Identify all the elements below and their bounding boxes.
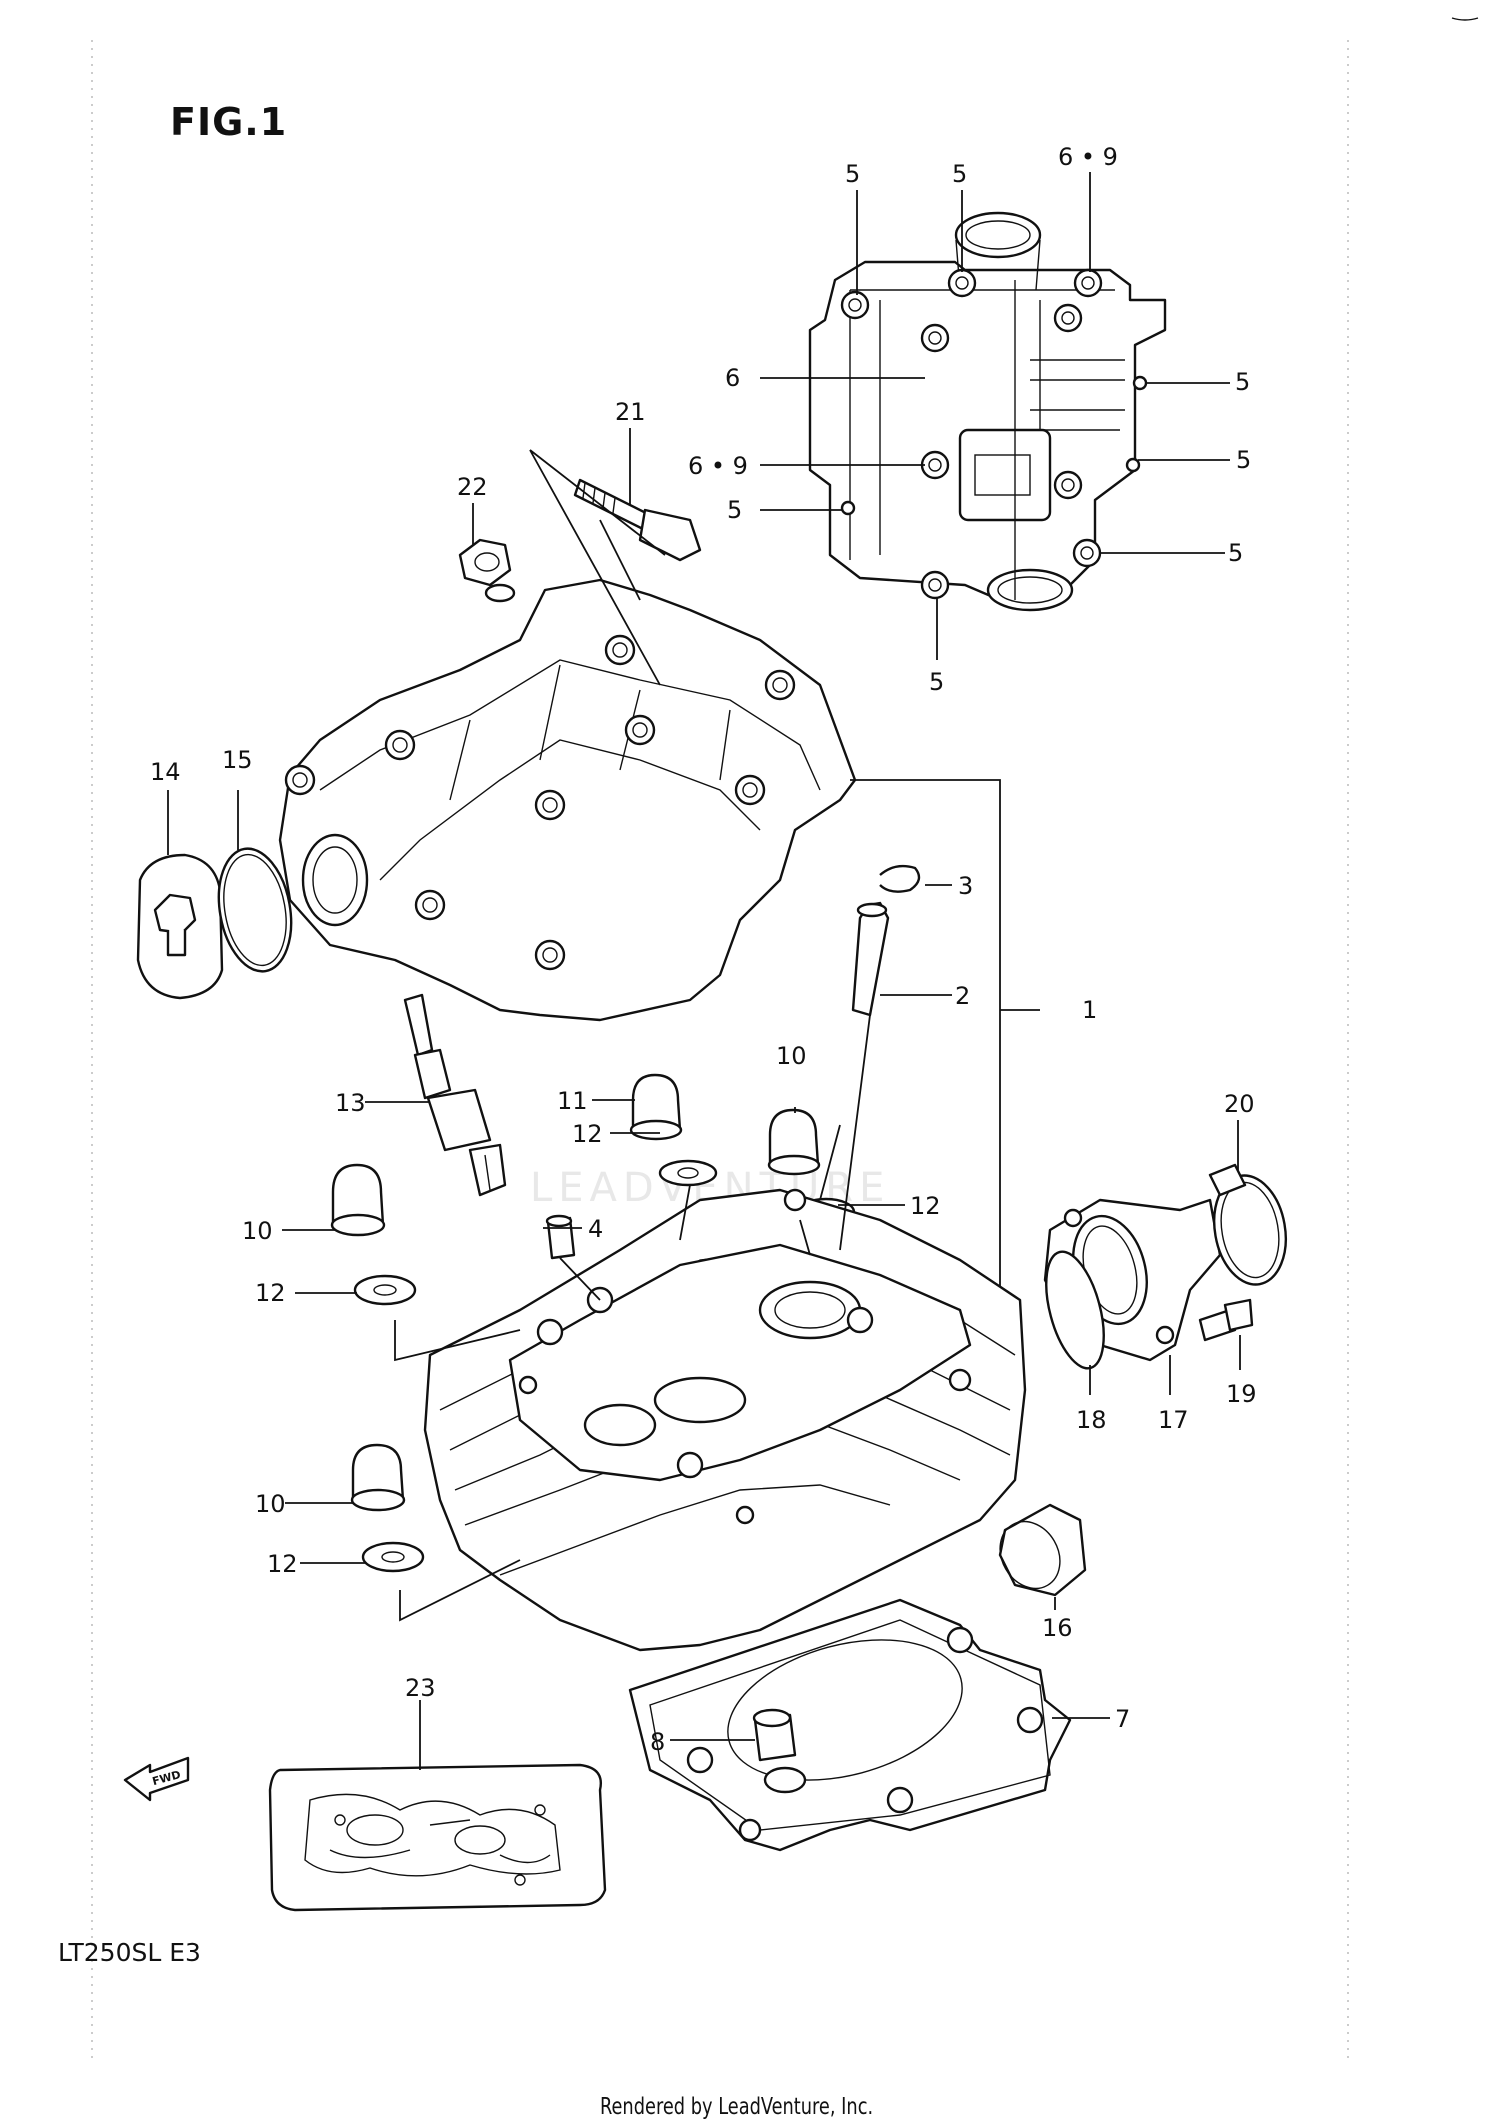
- callout-12: 12: [572, 1120, 603, 1148]
- cap-nut-11: [629, 1073, 683, 1141]
- o-ring-15: [217, 847, 293, 973]
- callout-2: 2: [955, 982, 970, 1010]
- callout-14: 14: [150, 758, 181, 786]
- forward-arrow-icon: FWD: [123, 1756, 190, 1802]
- plug-16: [998, 1503, 1087, 1597]
- callout-5: 5: [1236, 446, 1251, 474]
- callout-20: 20: [1224, 1090, 1255, 1118]
- footer-credit: Rendered by LeadVenture, Inc.: [600, 2094, 874, 2120]
- callout-5: 5: [845, 160, 860, 188]
- washer-guides: [394, 1320, 521, 1622]
- spark-plug-13: [403, 993, 507, 1197]
- clip-3: [879, 864, 921, 893]
- callout-13: 13: [335, 1089, 366, 1117]
- washer-12a: [658, 1159, 718, 1187]
- callout-7: 7: [1115, 1705, 1130, 1733]
- cap-nut-10a: [767, 1108, 821, 1176]
- cylinder-head-cover: [278, 578, 857, 1022]
- top-view-leaders: [760, 172, 1230, 660]
- dowel-pin-4: [545, 1214, 576, 1260]
- washer-12c: [353, 1274, 417, 1306]
- gasket-set-23: [268, 1763, 607, 1912]
- callout-6-9: 6 • 9: [1058, 143, 1118, 171]
- bolt-guide-lines: [529, 449, 666, 686]
- callout-18: 18: [1076, 1406, 1107, 1434]
- callout-12: 12: [910, 1192, 941, 1220]
- callout-12: 12: [255, 1279, 286, 1307]
- callout-15: 15: [222, 746, 253, 774]
- screw-19: [1198, 1298, 1254, 1342]
- cap-nut-10c: [350, 1443, 406, 1512]
- callout-10: 10: [255, 1490, 286, 1518]
- callout-1: 1: [1082, 996, 1097, 1024]
- callout-10: 10: [776, 1042, 807, 1070]
- callout-12: 12: [267, 1550, 298, 1578]
- callout-6-9: 6 • 9: [688, 452, 748, 480]
- callout-21: 21: [615, 398, 646, 426]
- callout-16: 16: [1042, 1614, 1073, 1642]
- callout-17: 17: [1158, 1406, 1189, 1434]
- callout-3: 3: [958, 872, 973, 900]
- callout-22: 22: [457, 473, 488, 501]
- callout-10: 10: [242, 1217, 273, 1245]
- dowel-pin-8: [752, 1708, 807, 1794]
- model-code: LT250SL E3: [58, 1938, 201, 1967]
- callout-6: 6: [725, 364, 740, 392]
- callout-5: 5: [727, 496, 742, 524]
- callout-5: 5: [929, 668, 944, 696]
- valve-guide-2: [851, 901, 890, 1017]
- callout-8: 8: [650, 1728, 665, 1756]
- cylinder-head-top-view: [808, 211, 1167, 612]
- leader-1-bracket: [850, 779, 1040, 1290]
- callout-5: 5: [1235, 368, 1250, 396]
- callout-4: 4: [588, 1215, 603, 1243]
- callout-5: 5: [1228, 539, 1243, 567]
- cylinder-head-body: [423, 1188, 1027, 1652]
- part-guides: [559, 1014, 871, 1301]
- bolt-21: [573, 478, 702, 562]
- figure-title: FIG.1: [170, 100, 288, 144]
- washer-12d: [361, 1541, 425, 1573]
- callout-19: 19: [1226, 1380, 1257, 1408]
- scan-mark: [1451, 17, 1479, 21]
- callout-11: 11: [557, 1087, 588, 1115]
- callout-5: 5: [952, 160, 967, 188]
- callout-23: 23: [405, 1674, 436, 1702]
- oil-filler-cap-14: [136, 853, 224, 1000]
- cylinder-head-gasket-7: [628, 1598, 1072, 1852]
- cap-nut-10b: [330, 1163, 386, 1237]
- nut-22: [458, 538, 516, 603]
- clamp-20: [1208, 1163, 1287, 1286]
